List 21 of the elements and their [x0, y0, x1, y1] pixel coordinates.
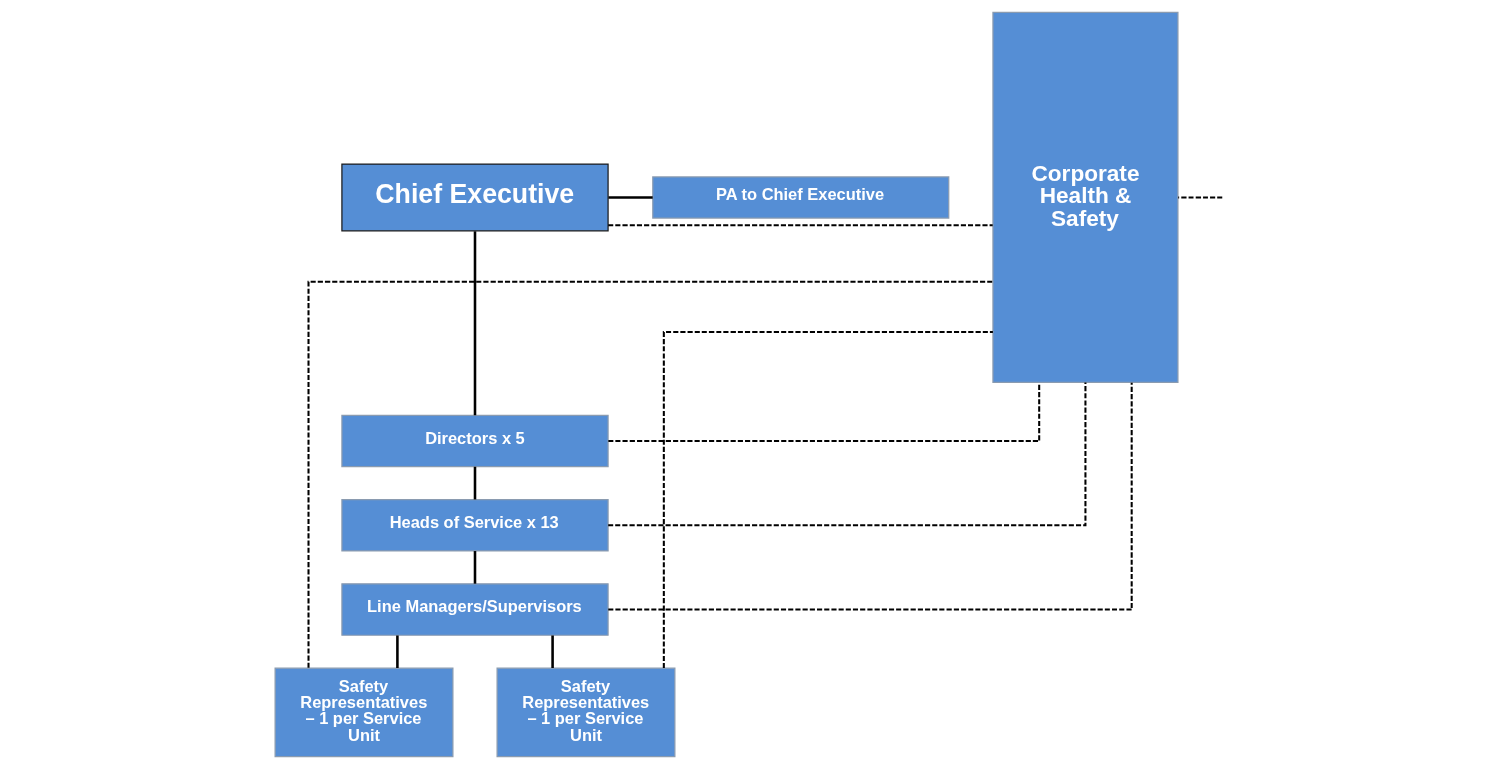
node-box: Directors x 5 [340, 414, 609, 468]
node-box: Safety Representatives – 1 per Service Unit [495, 667, 675, 758]
connector [607, 224, 993, 227]
connector [607, 382, 1040, 443]
connector [473, 231, 476, 416]
connector [662, 331, 993, 668]
node-box: Chief Executive [340, 163, 609, 232]
node-box: Line Managers/Supervisors [340, 583, 609, 636]
node-box: Heads of Service x 13 [340, 499, 609, 552]
connector [395, 635, 399, 668]
connector [607, 382, 1086, 527]
connector [307, 280, 993, 668]
connector [473, 466, 476, 500]
node-box: Safety Representatives – 1 per Service Unit [274, 667, 453, 758]
node-box: Corporate Health & Safety [991, 11, 1179, 384]
node-box: PA to Chief Executive [651, 176, 949, 219]
connector [607, 382, 1133, 611]
connector [550, 635, 554, 668]
connector [1177, 196, 1222, 199]
connector [473, 551, 476, 584]
connector [607, 196, 653, 199]
